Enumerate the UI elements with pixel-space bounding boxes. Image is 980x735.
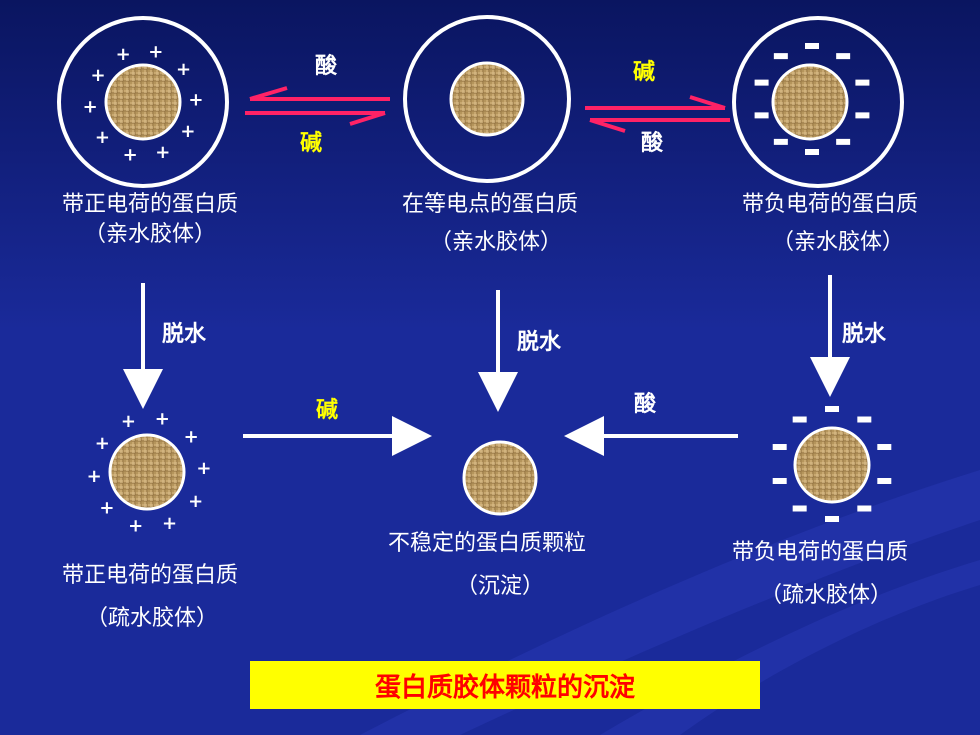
bottom-center-sublabel: （沉淀）	[455, 574, 545, 599]
top-right-particle	[732, 16, 904, 188]
equilibrium-arrow-right	[585, 95, 730, 133]
bottom-left-particle	[108, 433, 186, 511]
arrow-label-acid-1: 酸	[315, 54, 338, 79]
top-right-label: 带负电荷的蛋白质	[741, 192, 919, 217]
negative-charge	[855, 112, 870, 119]
positive-charge: +	[188, 491, 203, 512]
bottom-center-label: 不稳定的蛋白质颗粒	[387, 531, 587, 556]
positive-charge: +	[91, 65, 106, 86]
positive-charge: +	[95, 127, 110, 148]
positive-charge: +	[155, 409, 170, 430]
negative-charge	[877, 477, 892, 484]
arrow-label-base-2: 碱	[633, 60, 656, 85]
positive-charge: +	[128, 515, 143, 536]
top-left-particle	[57, 16, 229, 188]
protein-particle	[104, 63, 182, 141]
negative-charge	[836, 53, 851, 60]
top-center-label: 在等电点的蛋白质	[401, 192, 579, 217]
arrow-label-dehydrate-3: 脱水	[842, 322, 887, 347]
bottom-right-particle	[793, 426, 871, 504]
bottom-left-sublabel: （疏水胶体）	[85, 606, 219, 631]
negative-charge	[754, 79, 769, 86]
positive-charge: +	[196, 458, 211, 479]
negative-charge	[805, 43, 819, 49]
positive-charge: +	[121, 411, 136, 432]
positive-charge: +	[116, 44, 131, 65]
negative-charge	[772, 477, 787, 484]
arrow-label-base-1: 碱	[300, 131, 323, 156]
bottom-right-label: 带负电荷的蛋白质	[731, 540, 909, 565]
arrow-label-dehydrate-1: 脱水	[162, 322, 207, 347]
negative-charge	[805, 149, 819, 155]
negative-charge	[836, 138, 851, 145]
negative-charge	[773, 138, 788, 145]
hydration-shell	[57, 16, 229, 188]
positive-charge: +	[184, 427, 199, 448]
bottom-right-sublabel: （疏水胶体）	[759, 583, 893, 608]
arrow-label-base-3: 碱	[316, 398, 339, 423]
positive-charge: +	[162, 513, 177, 534]
positive-charge: +	[95, 433, 110, 454]
positive-charge: +	[83, 97, 98, 118]
negative-charge	[857, 505, 872, 512]
arrow-label-acid-2: 酸	[641, 131, 664, 156]
positive-charge: +	[99, 497, 114, 518]
diagram-title: 蛋白质胶体颗粒的沉淀	[374, 672, 635, 703]
top-left-label: 带正电荷的蛋白质	[61, 192, 239, 217]
positive-charge: +	[87, 466, 102, 487]
positive-charge: +	[123, 144, 138, 165]
top-center-sublabel: （亲水胶体）	[429, 230, 563, 255]
top-right-sublabel: （亲水胶体）	[771, 230, 905, 255]
negative-charge	[754, 112, 769, 119]
positive-charge: +	[188, 89, 203, 110]
bottom-center-particle	[462, 440, 538, 516]
negative-charge	[772, 444, 787, 451]
protein-particle	[449, 61, 525, 137]
negative-charge	[855, 79, 870, 86]
arrow-label-acid-3: 酸	[634, 392, 657, 417]
top-center-particle	[403, 15, 571, 183]
hydration-shell	[732, 16, 904, 188]
positive-charge: +	[180, 121, 195, 142]
equilibrium-arrow-left	[245, 86, 390, 126]
positive-charge: +	[176, 59, 191, 80]
positive-charge: +	[155, 142, 170, 163]
protein-particle	[771, 63, 849, 141]
negative-charge	[792, 416, 807, 423]
title-box: 蛋白质胶体颗粒的沉淀	[250, 661, 760, 709]
hydration-shell	[403, 15, 571, 183]
charge-signs: + + + + + + + + + + + + + + + + + + + +	[83, 42, 892, 536]
bottom-left-label: 带正电荷的蛋白质	[61, 563, 239, 588]
negative-charge	[825, 516, 839, 522]
negative-charge	[773, 53, 788, 60]
negative-charge	[825, 406, 839, 412]
negative-charge	[857, 416, 872, 423]
top-left-sublabel: （亲水胶体）	[83, 222, 217, 247]
negative-charge	[792, 505, 807, 512]
arrow-label-dehydrate-2: 脱水	[517, 330, 562, 355]
positive-charge: +	[148, 42, 163, 63]
negative-charge	[877, 444, 892, 451]
